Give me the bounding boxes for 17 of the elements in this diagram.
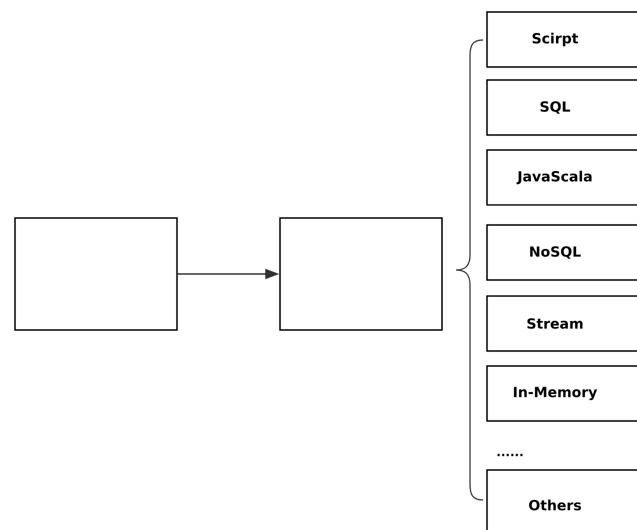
box-label: JavaScala — [516, 170, 592, 184]
box-label: SQL — [540, 101, 570, 114]
process-box — [486, 11, 637, 68]
box-label: In-Memory — [514, 386, 598, 400]
box-label: Others — [529, 500, 581, 510]
process-box — [486, 224, 637, 281]
empty-box — [279, 217, 443, 331]
box-label: NoSQL — [530, 246, 581, 259]
process-box — [486, 469, 637, 530]
box-label: Stream — [527, 318, 582, 329]
ellipsis: ...... — [498, 454, 522, 456]
process-box — [486, 79, 637, 136]
box-label: Scirpt — [532, 32, 578, 46]
empty-box — [14, 217, 178, 331]
process-box — [486, 149, 637, 206]
process-box — [486, 365, 637, 422]
process-box — [486, 295, 637, 352]
